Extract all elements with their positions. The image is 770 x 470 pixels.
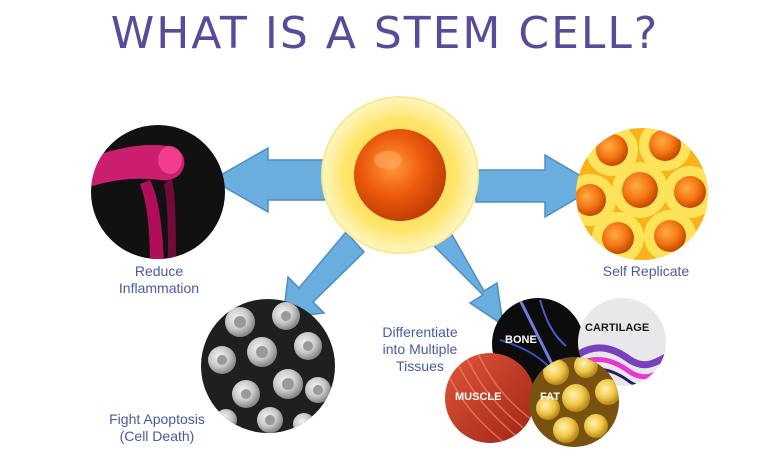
- fat-label: FAT: [540, 391, 560, 403]
- arrow-down-right-icon: [431, 231, 504, 327]
- bone-label: BONE: [505, 334, 537, 346]
- caption-fight-apoptosis: Fight Apoptosis (Cell Death): [109, 411, 205, 444]
- muscle-tissue-icon: [445, 353, 535, 443]
- knee-joint-icon: [91, 125, 225, 259]
- arrow-left-icon: [210, 146, 331, 214]
- muscle-label: MUSCLE: [455, 391, 501, 403]
- replicating-cells-icon: [576, 128, 708, 260]
- caption-differentiate: Differentiate into Multiple Tissues: [382, 324, 458, 374]
- stem-cell-icon: [321, 96, 479, 254]
- caption-self-replicate: Self Replicate: [602, 263, 690, 279]
- arrows: [210, 146, 600, 327]
- blood-cells-icon: [201, 299, 335, 433]
- arrow-right-icon: [475, 153, 600, 219]
- page-title: WHAT IS A STEM CELL?: [110, 8, 660, 59]
- caption-reduce-inflammation: Reduce Inflammation: [118, 263, 200, 296]
- fat-tissue-icon: [529, 357, 619, 447]
- cartilage-label: CARTILAGE: [585, 322, 649, 334]
